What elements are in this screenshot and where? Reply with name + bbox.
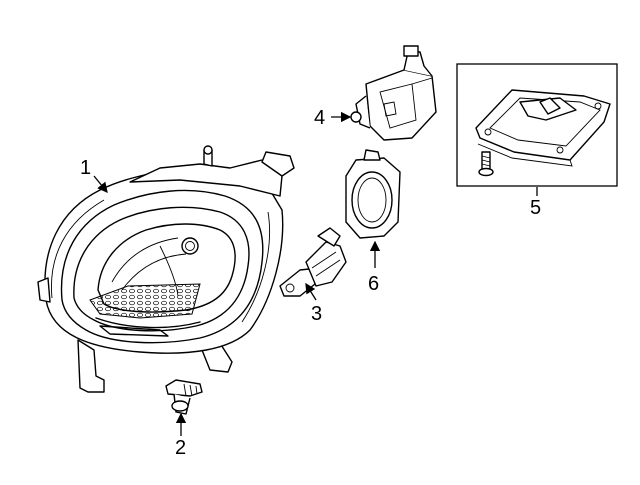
callout-2: 2 bbox=[175, 437, 186, 459]
callout-6: 6 bbox=[368, 273, 379, 295]
leader-1 bbox=[93, 175, 108, 194]
headlamp-assembly bbox=[37, 145, 295, 393]
lens-outline bbox=[60, 189, 264, 344]
left-tab bbox=[37, 277, 51, 303]
lower-left-bracket bbox=[77, 339, 105, 393]
ballast-screw bbox=[478, 151, 494, 177]
leader-3 bbox=[305, 282, 317, 301]
callout-3: 3 bbox=[311, 303, 322, 325]
headlamp-housing bbox=[44, 169, 284, 354]
ballast-inset-box bbox=[456, 63, 618, 187]
bulb bbox=[279, 227, 347, 297]
ballast-module-panel bbox=[456, 63, 618, 187]
projector-lens bbox=[181, 237, 199, 255]
mounting-bolt bbox=[165, 379, 203, 415]
lens-inner bbox=[73, 206, 250, 332]
leveling-motor bbox=[350, 45, 437, 141]
ballast-module bbox=[475, 89, 611, 161]
callout-4: 4 bbox=[314, 107, 325, 129]
callout-5: 5 bbox=[530, 197, 541, 219]
callout-1: 1 bbox=[80, 157, 91, 179]
bulb-retainer bbox=[345, 149, 401, 239]
top-connector bbox=[261, 151, 295, 177]
grille bbox=[89, 283, 201, 319]
